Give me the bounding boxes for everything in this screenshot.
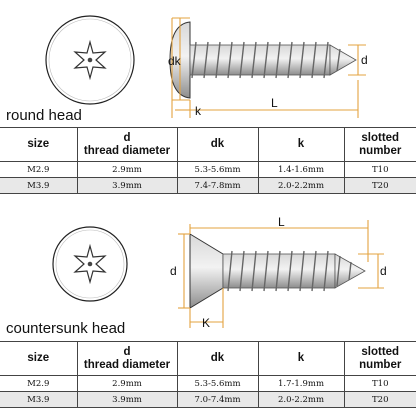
- header-size: size: [0, 127, 78, 162]
- cell-slotted-number: T10: [343, 375, 416, 392]
- d-label: d: [380, 264, 387, 278]
- cell-size: M2.9: [0, 161, 78, 178]
- header-k: k: [257, 127, 345, 162]
- header-k: k: [257, 341, 345, 376]
- k-label: k: [195, 104, 202, 118]
- section-title: countersunk head: [6, 320, 126, 337]
- dk-label: dk: [168, 54, 182, 68]
- cell-k: 1.7-1.9mm: [257, 375, 345, 392]
- round-head-top-view: [45, 15, 135, 105]
- cell-dk: 7.0-7.4mm: [176, 391, 259, 408]
- cell-k: 2.0-2.2mm: [257, 391, 345, 408]
- countersunk-head-drawing: d d K L: [52, 215, 387, 330]
- header-dk: dk: [176, 341, 259, 376]
- table-row: M2.9 2.9mm 5.3-5.6mm 1.4-1.6mm T10: [0, 161, 416, 178]
- table-row: M2.9 2.9mm 5.3-5.6mm 1.7-1.9mm T10: [0, 375, 416, 392]
- cell-k: 2.0-2.2mm: [257, 177, 345, 194]
- cell-thread-diameter: 3.9mm: [76, 177, 178, 194]
- l-label: L: [278, 215, 285, 229]
- k-label: K: [202, 316, 210, 330]
- cell-k: 1.4-1.6mm: [257, 161, 345, 178]
- table-row: M3.9 3.9mm 7.0-7.4mm 2.0-2.2mm T20: [0, 391, 416, 408]
- cell-size: M2.9: [0, 375, 78, 392]
- cell-size: M3.9: [0, 177, 78, 194]
- section-title: round head: [6, 107, 82, 124]
- l-label: L: [271, 96, 278, 110]
- countersunk-head-top-view: [52, 226, 128, 302]
- cell-thread-diameter: 2.9mm: [76, 161, 178, 178]
- cell-slotted-number: T20: [343, 391, 416, 408]
- cell-slotted-number: T20: [343, 177, 416, 194]
- cell-thread-diameter: 2.9mm: [76, 375, 178, 392]
- star-drive-icon: [73, 39, 107, 81]
- countersunk-head-side-view: [189, 233, 366, 309]
- cell-size: M3.9: [0, 391, 78, 408]
- d-label: d: [361, 53, 368, 67]
- round-head-side-view: [169, 21, 357, 99]
- cell-thread-diameter: 3.9mm: [76, 391, 178, 408]
- star-drive-icon: [73, 243, 107, 285]
- cell-dk: 7.4-7.8mm: [176, 177, 259, 194]
- cell-slotted-number: T10: [343, 161, 416, 178]
- header-dk: dk: [176, 127, 259, 162]
- header-size: size: [0, 341, 78, 376]
- countersunk-head-dimensions: [178, 220, 384, 328]
- cell-dk: 5.3-5.6mm: [176, 375, 259, 392]
- round-head-drawing: dk d k L: [45, 15, 368, 118]
- dk-label: d: [170, 264, 177, 278]
- round-head-dimensions: [171, 17, 366, 118]
- table-row: M3.9 3.9mm 7.4-7.8mm 2.0-2.2mm T20: [0, 177, 416, 194]
- cell-dk: 5.3-5.6mm: [176, 161, 259, 178]
